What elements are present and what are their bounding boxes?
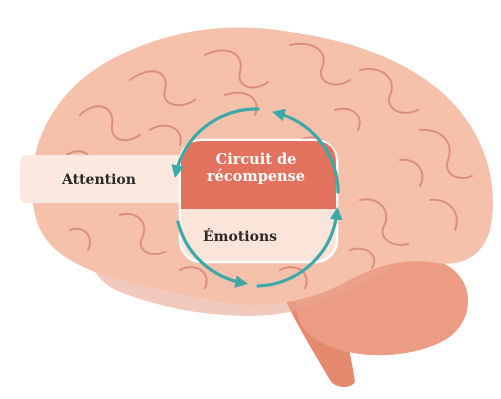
gyri-lines [59, 42, 473, 289]
cerebrum-shading [95, 263, 400, 316]
attention-band [20, 155, 205, 203]
arrow-right [256, 206, 343, 288]
reward-circuit-label: Circuit de récompense [191, 151, 321, 185]
emotions-label: Émotions [203, 229, 278, 245]
arrow-left [171, 107, 260, 178]
circular-arrows-icon [171, 107, 343, 288]
reward-circuit-label-line1: Circuit de [215, 151, 297, 168]
attention-label: Attention [62, 172, 136, 188]
arrow-bottom [176, 220, 249, 288]
reward-circuit-box [181, 141, 336, 209]
arrow-top [272, 108, 340, 194]
reward-circuit-label-line2: récompense [206, 167, 305, 185]
